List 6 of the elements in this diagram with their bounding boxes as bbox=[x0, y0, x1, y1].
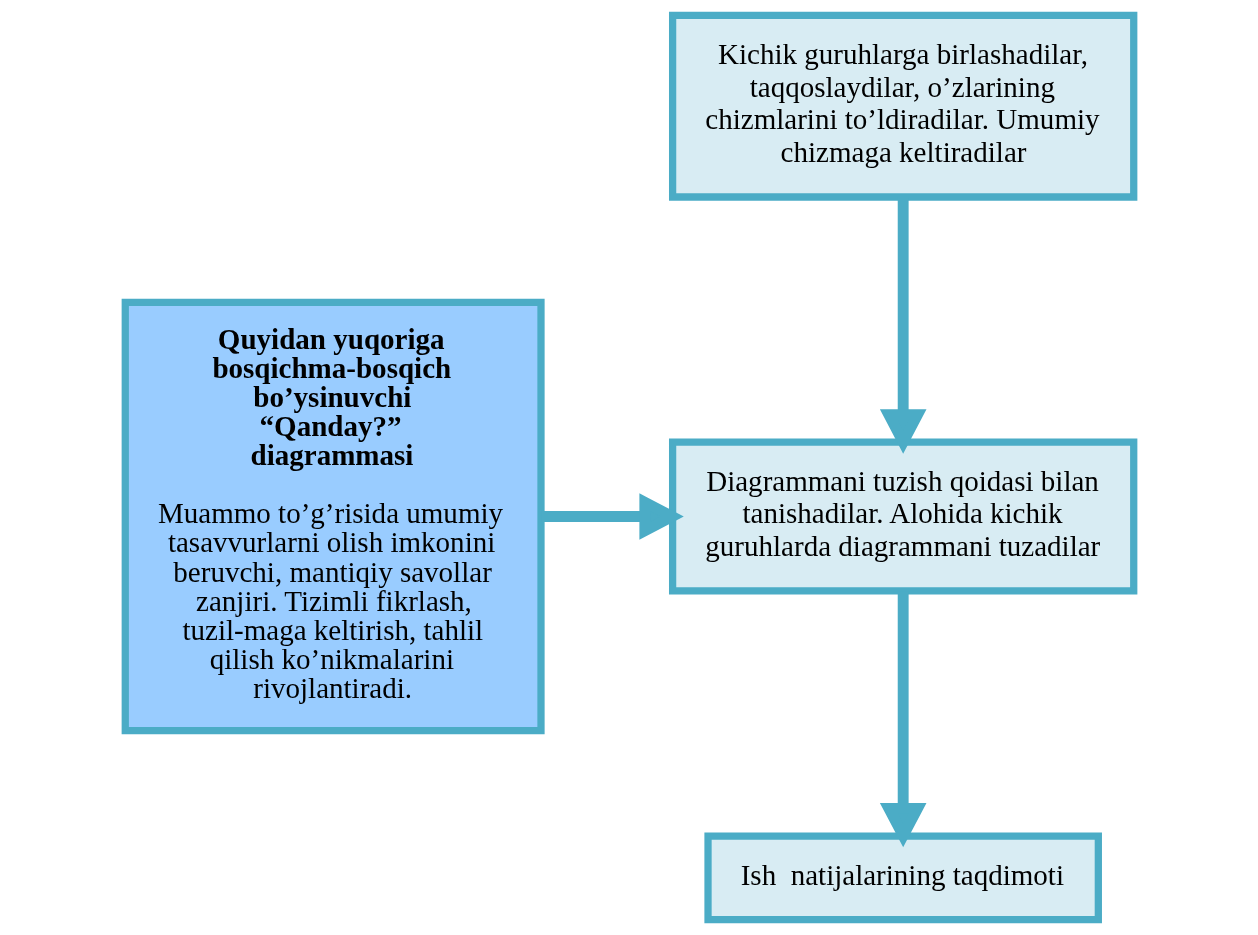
node-box: Quyidan yuqoriga bosqichma-bosqich bo’ysinuvchi “Qanday?” diagrammasi Muammo to’g’risida umumiy tasavvurlarni olish imkonini beruvchi, mantiqiy savollar zanjiri. Tizimli fikrlash, tuzil-maga keltirish, tahlil qilish ko’nikmalarini rivojlantiradi. bbox=[121, 298, 545, 735]
node-box: Ish natijalarining taqdimoti bbox=[703, 832, 1102, 924]
node-box: Diagrammani tuzish qoidasi bilan tanishadilar. Alohida kichik guruhlarda diagrammani tuzadilar bbox=[668, 438, 1137, 595]
node-box: Kichik guruhlarga birlashadilar, taqqoslaydilar, o’zlarining chizmlarini to’ldiradilar. Umumiy chizmaga keltiradilar bbox=[668, 11, 1137, 201]
arrow bbox=[879, 197, 926, 454]
arrow bbox=[879, 591, 926, 848]
